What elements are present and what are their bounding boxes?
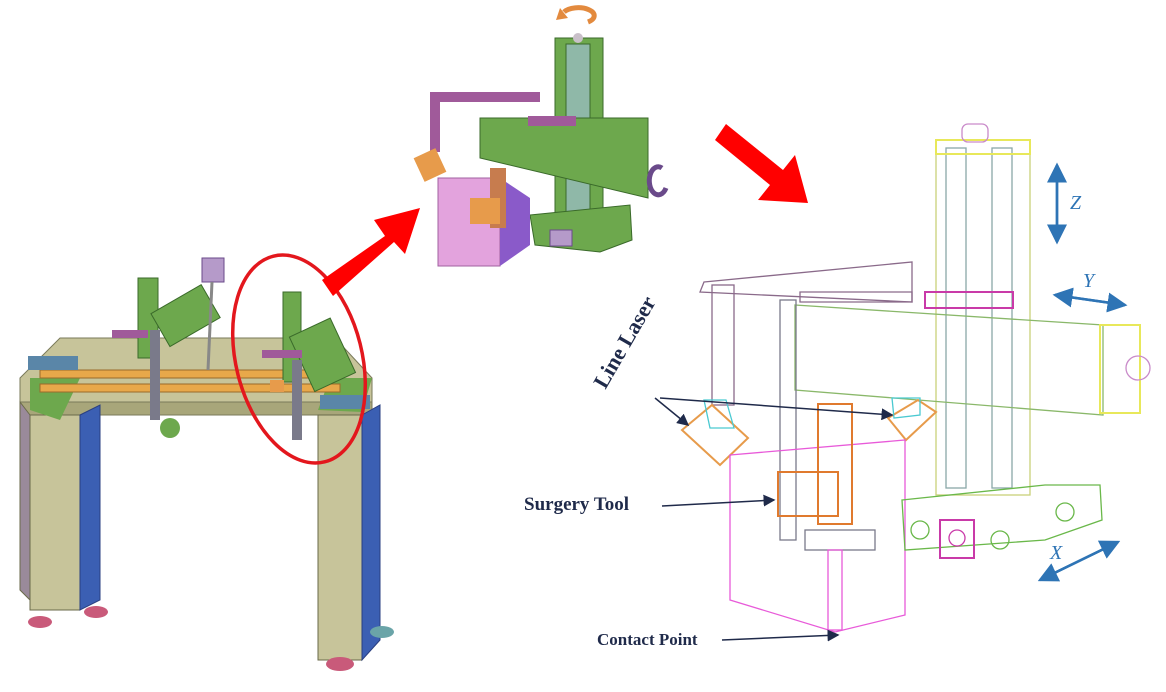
full-gantry-robot bbox=[19, 253, 394, 671]
wireframe-module bbox=[680, 123, 1151, 633]
contact-point-label: Contact Point bbox=[597, 630, 698, 649]
leader-lines bbox=[654, 397, 894, 642]
x-axis-label: X bbox=[1050, 542, 1063, 564]
surgery-tool-label: Surgery Tool bbox=[524, 494, 630, 515]
z-axis-label: Z bbox=[1070, 192, 1082, 214]
axis-arrows bbox=[1037, 162, 1128, 582]
carriage-module bbox=[413, 5, 669, 267]
red-arrow-2 bbox=[715, 124, 808, 203]
red-arrow-1 bbox=[322, 208, 420, 296]
y-axis-label: Y bbox=[1083, 270, 1095, 292]
